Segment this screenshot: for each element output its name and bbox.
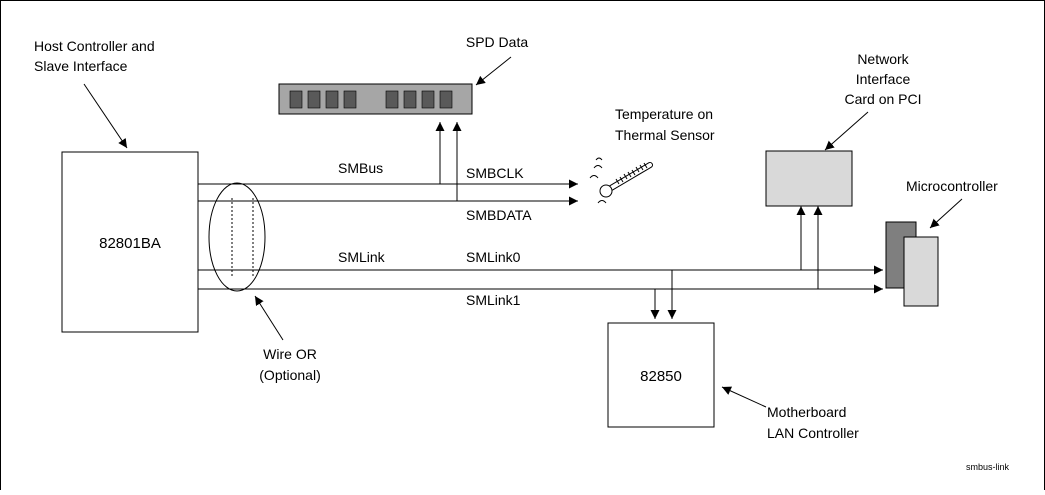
figure-id: smbus-link [966, 462, 1010, 472]
wire-or-line2: (Optional) [259, 367, 320, 383]
spd-chip [385, 90, 399, 109]
lan-chip-box [607, 322, 715, 428]
temp-callout-line1: Temperature on [615, 106, 713, 122]
host-callout-arrow [83, 83, 128, 149]
nic-callout-arrow [824, 111, 869, 151]
smbus-label: SMBus [338, 160, 383, 176]
spd-chip [439, 90, 453, 109]
host-chip-label: 82801BA [99, 235, 161, 252]
lanctl-callout-line1: Motherboard [767, 404, 846, 420]
spd-chip [289, 90, 303, 109]
micro-callout-arrow [929, 198, 963, 229]
spd-chip [325, 90, 339, 109]
host-chip-box [61, 151, 199, 333]
spd-chip [307, 90, 321, 109]
spd-callout: SPD Data [466, 34, 528, 50]
wire-or-line1: Wire OR [263, 346, 317, 362]
temp-callout-line2: Thermal Sensor [615, 127, 715, 143]
smlink-label: SMLink [338, 249, 386, 265]
thermometer-icon [589, 157, 653, 204]
lan-chip-label: 82850 [640, 368, 682, 385]
nic-callout-line2: Interface [856, 71, 911, 87]
spd-module [278, 83, 473, 115]
nic-callout-line3: Card on PCI [844, 91, 921, 107]
spd-chip [343, 90, 357, 109]
spd-callout-arrow [475, 56, 512, 86]
lanctl-callout-arrow [721, 386, 767, 408]
smbclk-label: SMBCLK [466, 165, 524, 181]
smlink0-label: SMLink0 [466, 249, 521, 265]
microcontroller-front [903, 236, 939, 307]
smbdata-label: SMBDATA [466, 207, 532, 223]
spd-chip [421, 90, 435, 109]
smlink1-label: SMLink1 [466, 292, 521, 308]
micro-callout: Microcontroller [906, 178, 998, 194]
lanctl-callout-line2: LAN Controller [767, 425, 859, 441]
spd-chip [403, 90, 417, 109]
wire-or-callout-arrow [254, 295, 284, 341]
wire-or-ellipse [208, 182, 266, 292]
host-callout-line1: Host Controller and [34, 38, 155, 54]
nic-callout-line1: Network [857, 51, 909, 67]
host-callout-line2: Slave Interface [34, 58, 128, 74]
nic-card-box [765, 150, 853, 207]
